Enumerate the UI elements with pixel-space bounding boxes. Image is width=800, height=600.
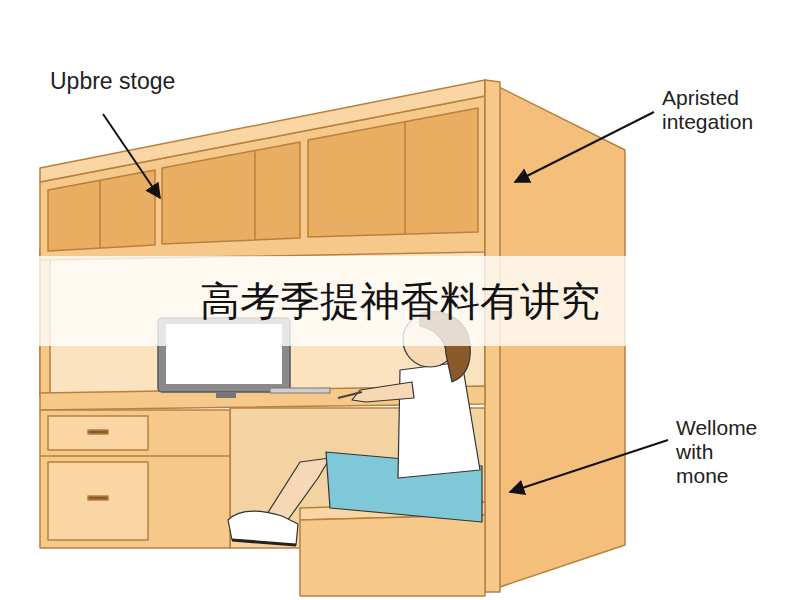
overlay-banner: 高考季提神香料有讲究 (0, 256, 800, 346)
callout-label: Upbre stoge (50, 68, 175, 94)
banner-text: 高考季提神香料有讲究 (200, 274, 600, 329)
callout-label: Apristed integation (662, 86, 753, 134)
callout-label: Wellome with mone (676, 416, 757, 488)
